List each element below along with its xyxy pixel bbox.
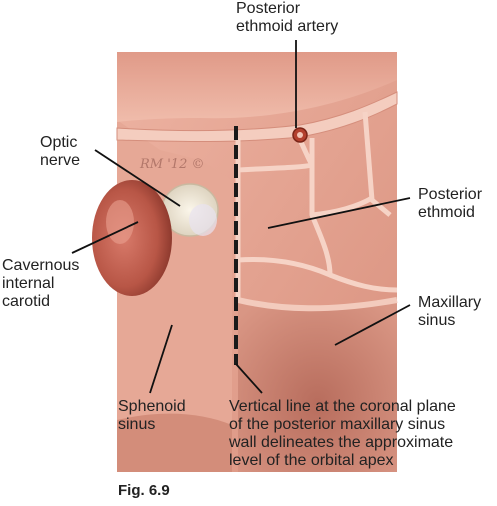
label-optic-nerve: Optic nerve [40,134,80,170]
maxillary-sinus-region [238,300,397,472]
figure-number: Fig. 6.9 [118,482,170,499]
optic-nerve-sheath [189,204,217,236]
maxillary-wall [237,297,398,312]
label-line: Posterior [418,186,483,203]
leader-sphenoid-sinus [149,324,173,394]
label-line: Vertical line at the coronal plane [229,398,456,415]
leader-coronal-plane [235,363,263,394]
label-line: internal [2,275,55,292]
artist-signature: RM '12 © [139,157,204,172]
label-line: sinus [418,312,456,329]
carotid-highlight [106,200,134,244]
label-line: ethmoid [418,204,475,221]
label-line: nerve [40,152,81,169]
label-line: of the posterior maxillary sinus [229,416,446,433]
label-line: Maxillary [418,294,482,311]
label-line: Posterior [236,0,301,17]
leader-posterior-ethmoid [267,197,411,229]
illustration-panel: RM '12 © [92,52,398,472]
label-line: Cavernous [2,257,80,274]
label-line: carotid [2,293,51,310]
leader-lines [71,40,411,394]
orbital-roof [117,52,397,122]
label-cavernous-internal-carotid: Cavernous internal carotid [2,257,79,311]
label-line: ethmoid artery [236,18,339,35]
label-line: sinus [118,416,156,433]
label-coronal-plane-note: Vertical line at the coronal plane of th… [229,398,456,470]
label-line: Sphenoid [118,398,186,415]
leader-optic-nerve [94,149,181,207]
ethmoid-artery-lumen [297,132,303,138]
label-line: level of the orbital apex [229,452,394,469]
label-posterior-ethmoid: Posterior ethmoid [418,186,482,222]
sphenoid-floor [117,413,232,472]
leader-carotid [71,221,139,254]
label-posterior-ethmoid-artery: Posterior ethmoid artery [236,0,338,36]
label-line: wall delineates the approximate [229,434,454,451]
label-maxillary-sinus: Maxillary sinus [418,294,481,330]
label-line: Optic [40,134,78,151]
leader-maxillary-sinus [334,304,411,346]
sphenoid-region [117,52,232,472]
label-sphenoid-sinus: Sphenoid sinus [118,398,186,434]
ethmoid-cells [235,111,398,300]
